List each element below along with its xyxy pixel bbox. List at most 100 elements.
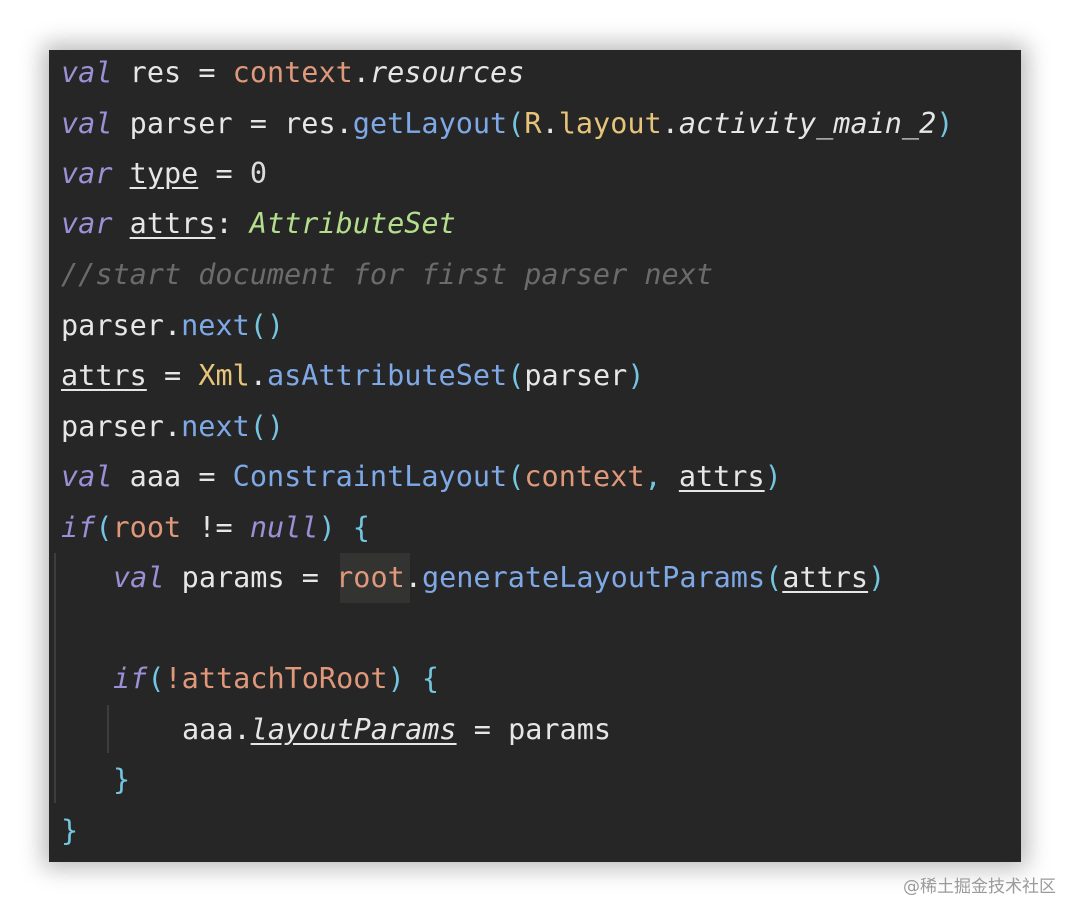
paren: ( (507, 107, 525, 140)
identifier: type (129, 157, 199, 190)
identifier: parser (61, 410, 164, 443)
operator: = (215, 157, 233, 190)
keyword: val (113, 561, 165, 594)
paren: ) (318, 511, 336, 544)
paren: ) (764, 460, 782, 493)
paren: ) (936, 107, 954, 140)
brace: { (421, 662, 440, 695)
paren: ( (95, 511, 113, 544)
keyword: var (61, 157, 113, 190)
paren: () (249, 309, 285, 342)
indent-guide-inner (107, 705, 109, 753)
identifier: aaa (182, 713, 234, 746)
operator: = (301, 561, 319, 594)
indent-guide-outer (54, 553, 56, 803)
code-line-13: if(!attachToRoot) { (113, 661, 439, 697)
identifier: res (284, 107, 336, 140)
class-name: Xml (198, 359, 250, 392)
keyword: val (61, 107, 113, 140)
brace: { (352, 511, 370, 544)
keyword: val (61, 460, 113, 493)
dot: . (163, 410, 182, 443)
paren: () (249, 410, 285, 443)
dot: . (404, 561, 422, 594)
paren: ) (868, 561, 886, 594)
function-name: next (181, 410, 250, 443)
property: activity_main_2 (678, 107, 937, 140)
identifier: aaa (129, 460, 182, 493)
brace: } (113, 763, 131, 796)
dot: . (249, 359, 267, 392)
dot: . (661, 107, 679, 140)
identifier: context (524, 460, 645, 493)
operator: != (198, 511, 233, 544)
dot: . (233, 713, 251, 746)
code-line-3: var type = 0 (61, 156, 267, 192)
code-line-5: //start document for first parser next (61, 257, 713, 293)
identifier: root (336, 561, 405, 594)
keyword: if (61, 511, 96, 544)
identifier: attrs (782, 561, 869, 594)
paren: ( (507, 359, 525, 392)
comment: //start document for first parser next (61, 258, 714, 291)
identifier: !attachToRoot (164, 662, 388, 695)
code-editor: val res = context.resources val parser =… (49, 50, 1021, 862)
code-line-7: attrs = Xml.asAttributeSet(parser) (61, 358, 644, 394)
comma: , (644, 460, 662, 493)
code-line-1: val res = context.resources (61, 55, 524, 91)
dot: . (335, 107, 353, 140)
code-line-14: aaa.layoutParams = params (182, 712, 611, 748)
keyword: var (61, 207, 113, 240)
code-line-2: val parser = res.getLayout(R.layout.acti… (61, 106, 953, 142)
paren: ( (147, 662, 165, 695)
identifier: params (181, 561, 285, 594)
code-line-16: } (61, 813, 78, 849)
code-line-4: var attrs: AttributeSet (61, 206, 456, 242)
colon: : (215, 207, 233, 240)
dot: . (541, 107, 559, 140)
keyword: val (61, 56, 113, 89)
function-name: ConstraintLayout (232, 460, 508, 493)
identifier: res (129, 56, 182, 89)
operator: = (249, 107, 267, 140)
keyword: if (113, 662, 148, 695)
paren: ) (387, 662, 405, 695)
operator: = (198, 56, 216, 89)
function-name: generateLayoutParams (421, 561, 766, 594)
identifier: attrs (61, 359, 147, 392)
dot: . (163, 309, 182, 342)
identifier: parser (524, 359, 628, 392)
watermark: @稀土掘金技术社区 (903, 877, 1056, 897)
function-name: next (181, 309, 250, 342)
function-name: getLayout (352, 107, 508, 140)
property: layoutParams (250, 713, 457, 746)
operator: = (163, 359, 182, 392)
dot: . (352, 56, 370, 89)
paren: ) (627, 359, 645, 392)
identifier: context (232, 56, 353, 89)
paren: ( (507, 460, 525, 493)
class-name: R (524, 107, 542, 140)
identifier: attrs (678, 460, 765, 493)
identifier: root (112, 511, 182, 544)
code-line-6: parser.next() (61, 308, 284, 344)
null-literal: null (249, 511, 319, 544)
operator: = (473, 713, 491, 746)
property: resources (369, 56, 525, 89)
function-name: asAttributeSet (266, 359, 508, 392)
identifier: params (508, 713, 612, 746)
brace: } (61, 814, 79, 847)
type-name: AttributeSet (249, 207, 456, 240)
number-literal: 0 (249, 157, 267, 190)
paren: ( (765, 561, 783, 594)
code-line-9: val aaa = ConstraintLayout(context, attr… (61, 459, 782, 495)
symbol-highlight (340, 553, 410, 603)
identifier: parser (129, 107, 233, 140)
code-line-10: if(root != null) { (61, 510, 370, 546)
identifier: attrs (129, 207, 216, 240)
identifier: parser (61, 309, 164, 342)
identifier: layout (558, 107, 662, 140)
code-line-15: } (113, 762, 130, 798)
code-line-11: val params = root.generateLayoutParams(a… (113, 560, 885, 596)
operator: = (198, 460, 216, 493)
